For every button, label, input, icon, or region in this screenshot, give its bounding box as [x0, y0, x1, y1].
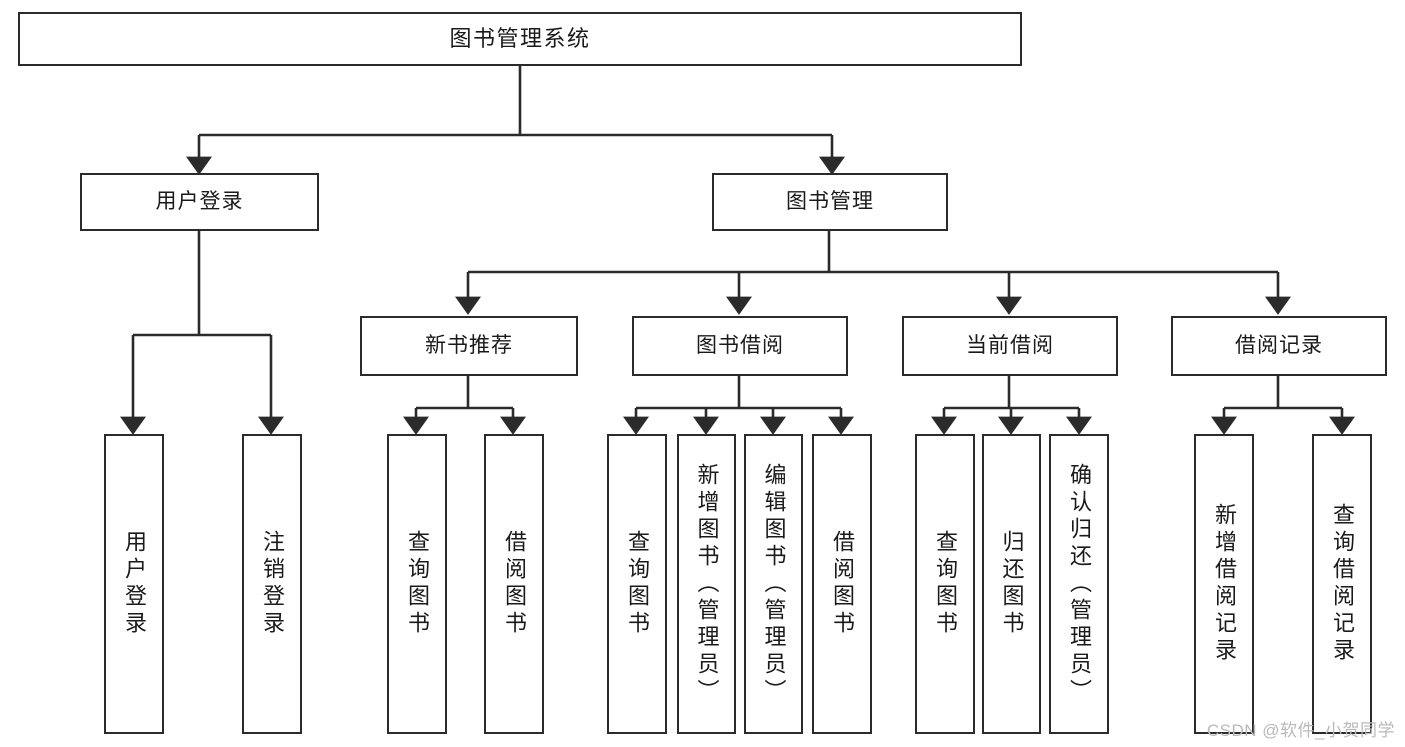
node-label: 注销登录 — [260, 530, 285, 638]
node-label: 编辑图书（管理员） — [761, 462, 787, 706]
node-label: 图书管理系统 — [449, 26, 591, 52]
node-label: 确认归还（管理员） — [1067, 462, 1092, 706]
node-leaf-add-book-admin[interactable]: 新增图书（管理员） — [677, 434, 736, 734]
node-label: 查询图书 — [405, 530, 430, 638]
node-label: 用户登录 — [155, 189, 244, 213]
node-label: 归还图书 — [999, 530, 1025, 638]
watermark-text: CSDN @软件_小贺同学 — [1206, 721, 1395, 740]
node-label: 图书借阅 — [696, 333, 784, 357]
node-borrow-record[interactable]: 借阅记录 — [1171, 316, 1387, 376]
node-leaf-logout-login[interactable]: 注销登录 — [242, 434, 302, 734]
node-label: 借阅记录 — [1235, 333, 1323, 357]
node-current-borrow[interactable]: 当前借阅 — [902, 316, 1118, 376]
node-leaf-query-book-borrow[interactable]: 查询图书 — [607, 434, 667, 734]
node-label: 新书推荐 — [425, 333, 513, 357]
node-label: 新增图书（管理员） — [694, 462, 720, 706]
node-label: 查询借阅记录 — [1330, 503, 1355, 665]
node-label: 新增借阅记录 — [1212, 503, 1237, 665]
node-leaf-user-login[interactable]: 用户登录 — [104, 434, 164, 734]
node-label: 借阅图书 — [502, 530, 527, 638]
node-user-login[interactable]: 用户登录 — [80, 173, 319, 231]
node-new-book-recommend[interactable]: 新书推荐 — [360, 316, 578, 376]
node-label: 查询图书 — [625, 530, 650, 638]
node-label: 用户登录 — [122, 530, 147, 638]
node-leaf-borrow-book-recommend[interactable]: 借阅图书 — [484, 434, 544, 734]
node-leaf-borrow-book[interactable]: 借阅图书 — [812, 434, 872, 734]
node-leaf-confirm-return-admin[interactable]: 确认归还（管理员） — [1049, 434, 1109, 734]
node-root-system[interactable]: 图书管理系统 — [18, 12, 1022, 66]
node-leaf-add-borrow-record[interactable]: 新增借阅记录 — [1194, 434, 1254, 734]
node-book-management[interactable]: 图书管理 — [712, 173, 948, 231]
node-label: 图书管理 — [786, 189, 874, 213]
node-label: 借阅图书 — [830, 530, 855, 638]
node-leaf-edit-book-admin[interactable]: 编辑图书（管理员） — [744, 434, 803, 734]
node-label: 当前借阅 — [966, 333, 1054, 357]
node-label: 查询图书 — [933, 530, 958, 638]
node-leaf-query-book-recommend[interactable]: 查询图书 — [387, 434, 447, 734]
node-leaf-query-borrow-record[interactable]: 查询借阅记录 — [1312, 434, 1372, 734]
node-book-borrow[interactable]: 图书借阅 — [632, 316, 848, 376]
node-leaf-return-book[interactable]: 归还图书 — [982, 434, 1041, 734]
node-leaf-query-book-current[interactable]: 查询图书 — [915, 434, 975, 734]
